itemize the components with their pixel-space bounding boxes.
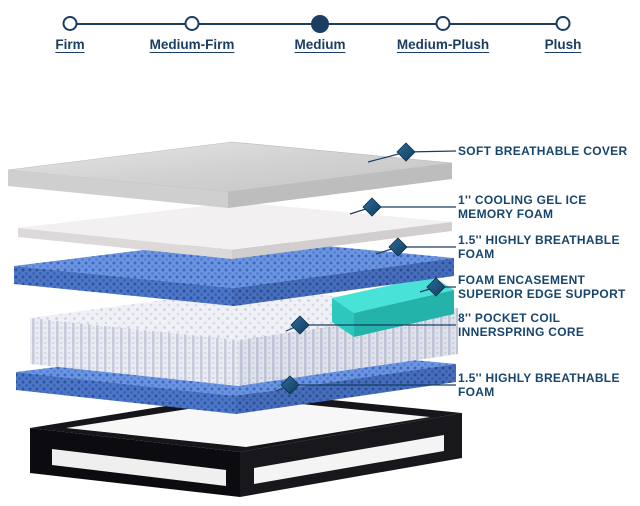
layer-label-pocket-coil: 8'' POCKET COIL INNERSPRING CORE [458,311,584,339]
layer-label-foam-encasement: FOAM ENCASEMENT SUPERIOR EDGE SUPPORT [458,273,626,301]
layer-label-soft-cover: SOFT BREATHABLE COVER [458,144,627,158]
layer-soft-cover [7,141,453,208]
layer-label-line: 1'' COOLING GEL ICE [458,193,587,207]
layer-base-foundation [30,392,462,497]
layer-label-line: SUPERIOR EDGE SUPPORT [458,287,626,301]
layer-label-line: 1.5'' HIGHLY BREATHABLE [458,371,620,385]
diamond-marker-icon [280,375,300,395]
layer-pocket-coil-core [30,288,458,386]
layer-label-line: 8'' POCKET COIL [458,311,561,325]
firmness-dot-medium-firm[interactable] [184,16,200,31]
layer-label-line: FOAM [458,247,495,261]
diamond-marker-icon [388,237,408,257]
firmness-dot-medium-plush[interactable] [435,16,451,31]
layer-label-line: FOAM [458,385,495,399]
firmness-dot-plush[interactable] [555,16,571,31]
firmness-label-medium-plush[interactable]: Medium-Plush [396,37,490,52]
layer-label-memory-foam: 1'' COOLING GEL ICE MEMORY FOAM [458,193,587,221]
firmness-label-medium[interactable]: Medium [294,37,346,52]
layer-label-breathable-foam-top: 1.5'' HIGHLY BREATHABLE FOAM [458,233,620,261]
diamond-marker-icon [426,277,446,297]
layer-label-line: FOAM ENCASEMENT [458,273,586,287]
layer-label-line: SOFT BREATHABLE COVER [458,144,628,158]
layer-breathable-foam-top [14,238,454,306]
mattress-layers-art [7,141,462,497]
diamond-marker-icon [396,142,416,162]
layer-label-line: MEMORY FOAM [458,207,554,221]
layer-label-breathable-foam-bottom: 1.5'' HIGHLY BREATHABLE FOAM [458,371,620,399]
layer-memory-foam [18,202,452,259]
firmness-label-firm[interactable]: Firm [55,37,85,52]
diamond-marker-icon [290,315,310,335]
firmness-label-plush[interactable]: Plush [544,37,582,52]
firmness-dot-firm[interactable] [62,16,78,31]
firmness-dot-medium-selected[interactable] [311,14,329,33]
layer-label-line: 1.5'' HIGHLY BREATHABLE [458,233,620,247]
layer-label-line: INNERSPRING CORE [458,325,585,339]
diamond-markers [280,142,446,395]
mattress-exploded-diagram: SOFT BREATHABLE COVER 1'' COOLING GEL IC… [0,100,640,506]
firmness-scale: Firm Medium-Firm Medium Medium-Plush Plu… [0,6,640,70]
diamond-marker-icon [362,197,382,217]
firmness-label-medium-firm[interactable]: Medium-Firm [149,37,235,52]
